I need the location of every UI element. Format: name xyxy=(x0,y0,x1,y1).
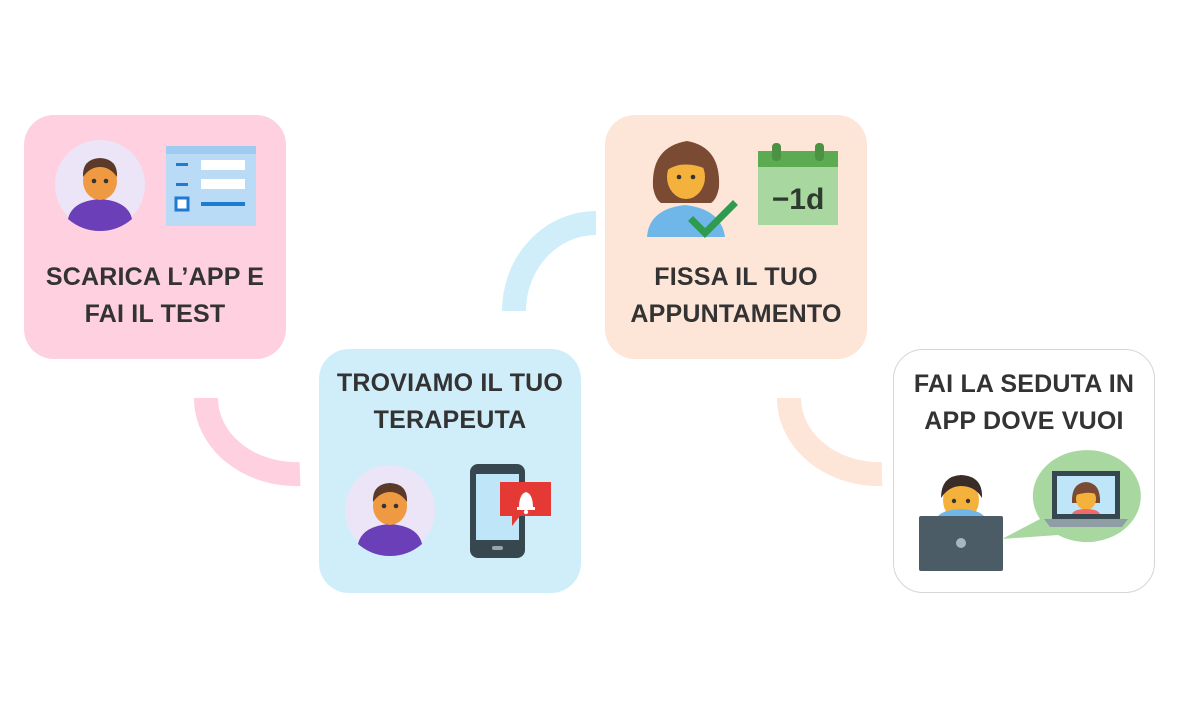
step-3-title-line1: FISSA IL TUO xyxy=(654,263,818,291)
calendar-icon: −1d xyxy=(758,143,838,225)
video-call-bubble-icon xyxy=(1002,450,1141,543)
calendar-label: −1d xyxy=(772,183,825,216)
connector-1-2 xyxy=(193,397,301,487)
step-2-title-line1: TROVIAMO IL TUO xyxy=(336,369,564,397)
step-4-title-line2: APP DOVE VUOI xyxy=(924,407,1124,435)
user-avatar-icon xyxy=(345,465,435,556)
step-1-title-line2: FAI IL TEST xyxy=(84,300,226,328)
step-2-title: TROVIAMO IL TUO TERAPEUTA xyxy=(319,365,581,439)
step-2-title-line2: TERAPEUTA xyxy=(373,406,527,434)
phone-notification-icon xyxy=(470,464,551,558)
connector-2-3 xyxy=(502,211,597,312)
step-1-title: SCARICA L’APP E FAI IL TEST xyxy=(24,259,286,333)
step-3-title: FISSA IL TUO APPUNTAMENTO xyxy=(605,259,867,333)
form-list-icon xyxy=(166,146,256,226)
connector-3-4 xyxy=(777,397,883,487)
person-laptop-icon xyxy=(919,475,1003,571)
step-1-card: SCARICA L’APP E FAI IL TEST xyxy=(24,115,286,359)
female-user-check-icon xyxy=(647,141,738,238)
step-3-title-line2: APPUNTAMENTO xyxy=(630,300,842,328)
step-3-card: −1d FISSA IL TUO APPUNTAMENTO xyxy=(605,115,867,359)
step-4-card: FAI LA SEDUTA IN APP DOVE VUOI xyxy=(893,349,1155,593)
step-4-title-line1: FAI LA SEDUTA IN xyxy=(913,370,1135,398)
step-2-card: TROVIAMO IL TUO TERAPEUTA xyxy=(319,349,581,593)
step-1-title-line1: SCARICA L’APP E xyxy=(45,263,265,291)
user-avatar-icon xyxy=(55,140,145,231)
step-4-title: FAI LA SEDUTA IN APP DOVE VUOI xyxy=(894,366,1154,440)
